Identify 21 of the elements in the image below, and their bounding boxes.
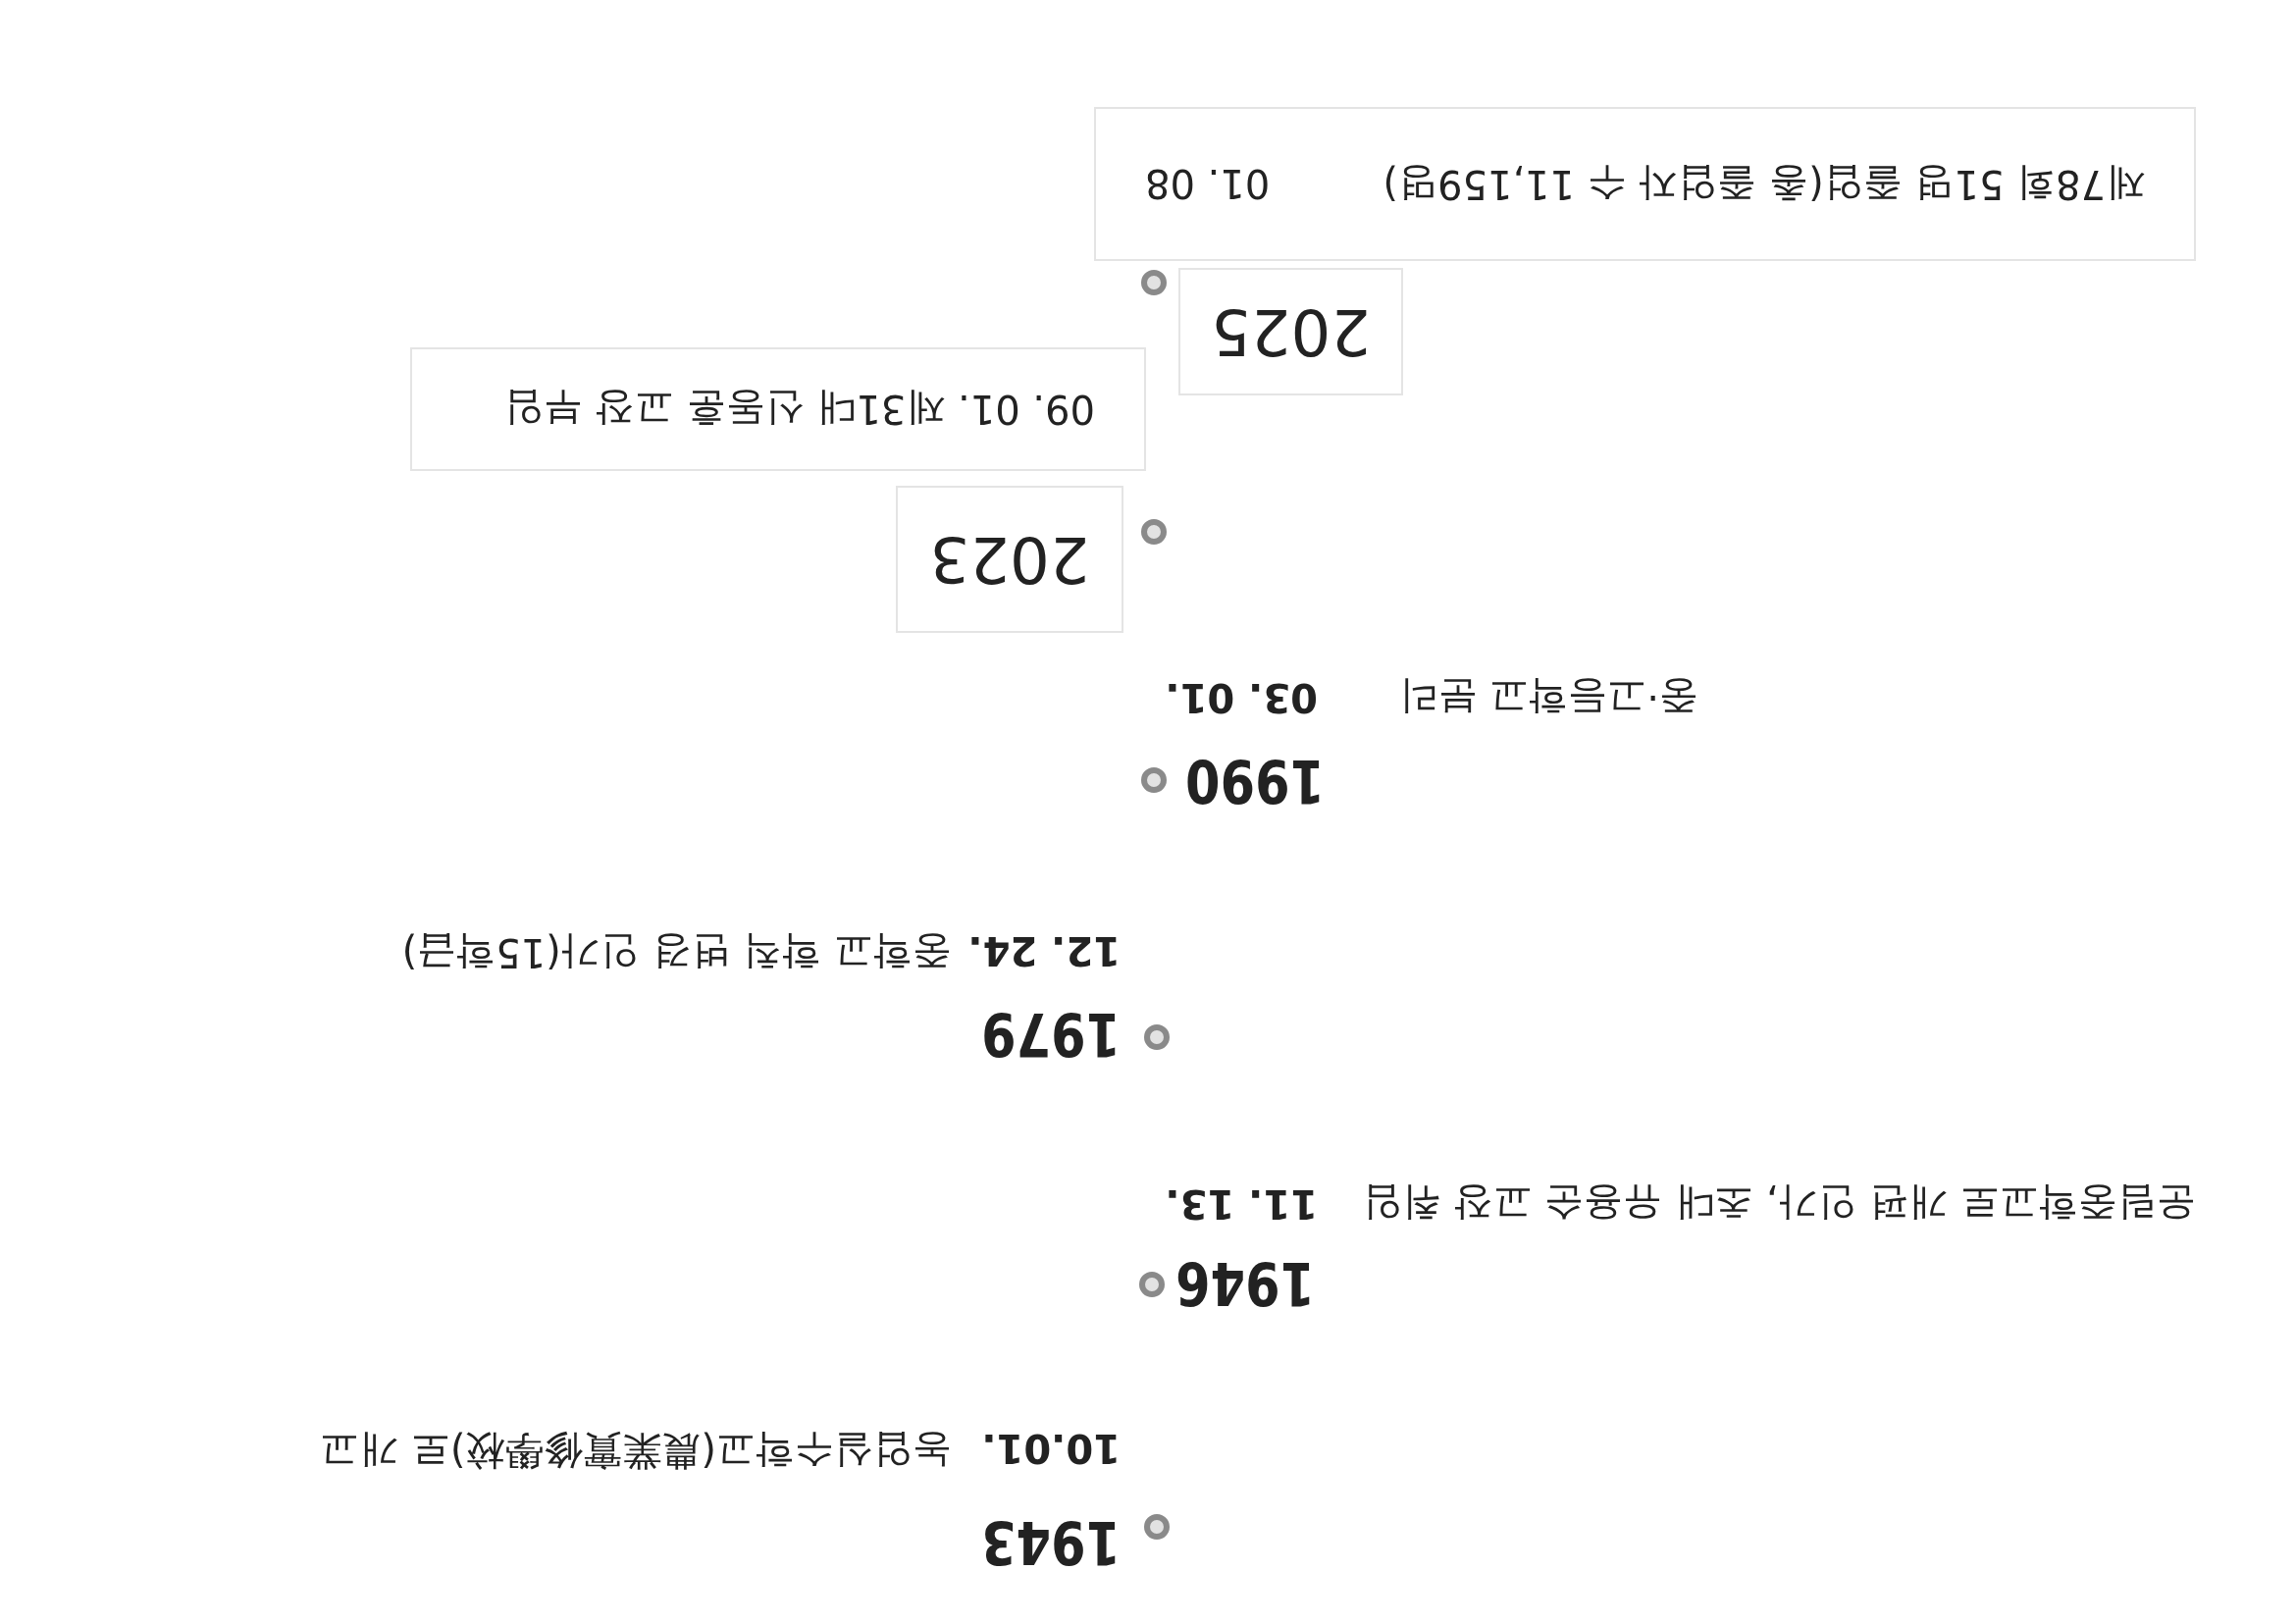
year-label: 1943 xyxy=(981,1508,1121,1576)
event-text: 운림중학교로 개편 인가, 초대 유용순 교장 취임 xyxy=(1363,1181,2196,1227)
date-label: 03. 01. xyxy=(1165,675,1318,720)
date-label: 12. 24. xyxy=(967,928,1121,973)
date-label: 11. 13. xyxy=(1165,1181,1318,1227)
event-text: 09. 01. 제31대 신동훈 교장 부임 xyxy=(504,386,1095,435)
year-box xyxy=(1178,268,1403,395)
year-label: 2023 xyxy=(929,523,1090,596)
event-box xyxy=(410,347,1146,471)
date-label: 01. 08 xyxy=(1145,161,1271,207)
event-text: 제78회 51명 졸업(총 졸업자 수 11,159명) xyxy=(1383,161,2145,209)
event-text: 중·고등학교 분리 xyxy=(1398,675,1698,720)
event-box xyxy=(1094,107,2196,261)
year-box xyxy=(896,486,1123,633)
year-label: 1979 xyxy=(981,1000,1121,1068)
event-text: 중학교 학칙 변경 인가(15학급) xyxy=(401,930,952,975)
date-label: 10.01. xyxy=(981,1426,1121,1471)
year-label: 2025 xyxy=(1211,295,1371,368)
year-label: 1990 xyxy=(1185,747,1325,814)
year-label: 1946 xyxy=(1175,1249,1315,1317)
event-text: 농업실수학교(農業實修學校)로 개교 xyxy=(320,1429,952,1474)
